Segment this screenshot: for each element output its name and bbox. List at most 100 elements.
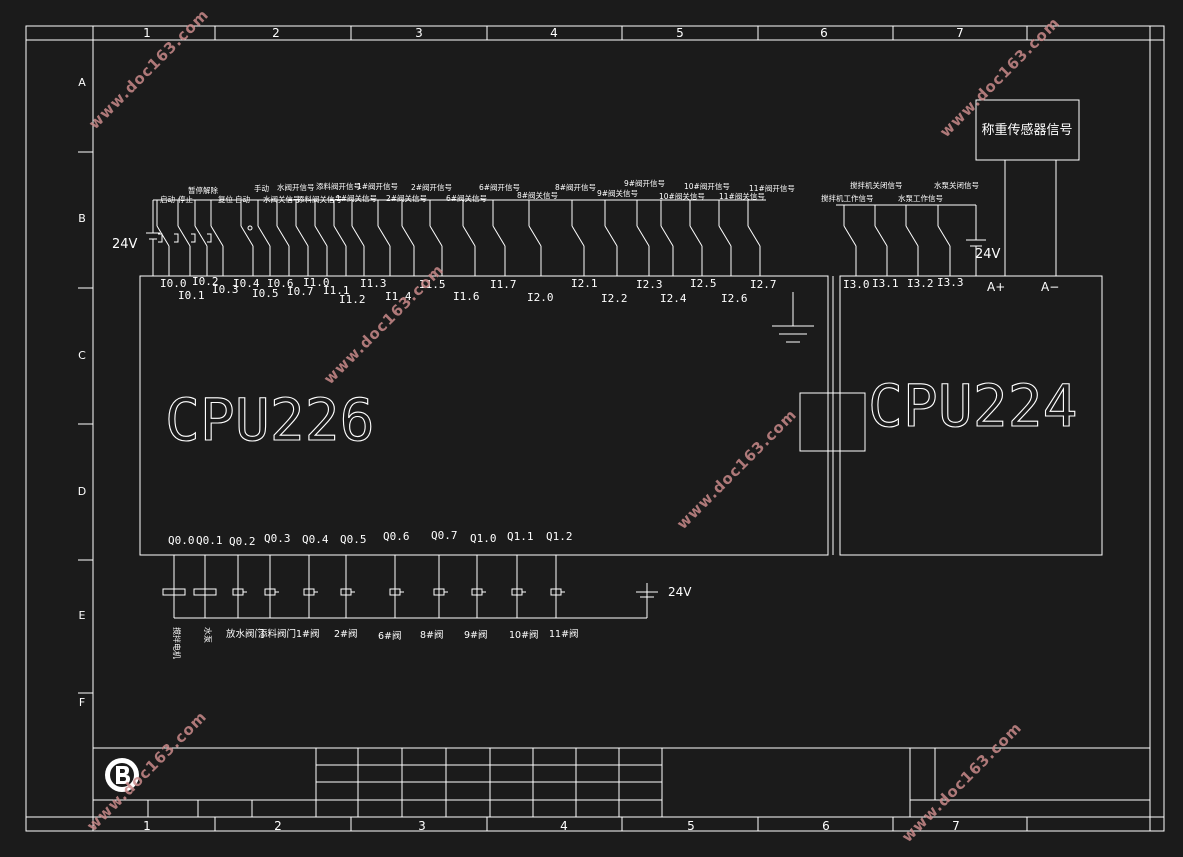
weighing-sensor-box bbox=[975, 99, 1080, 161]
expansion-connector bbox=[799, 392, 866, 452]
row-letter: A bbox=[78, 76, 86, 89]
output-load-label: 添料阀门 bbox=[258, 628, 296, 640]
input-address-label: I1.6 bbox=[453, 290, 480, 303]
column-number-top: 2 bbox=[272, 26, 280, 40]
row-letter: B bbox=[78, 212, 86, 225]
output-load-label: 11#阀 bbox=[549, 628, 579, 640]
output-load-label: 1#阀 bbox=[296, 628, 320, 640]
output-address-label: Q1.2 bbox=[546, 530, 573, 543]
logo bbox=[105, 758, 139, 792]
input-address-label: I1.1 bbox=[323, 284, 350, 297]
input-address-label: I2.4 bbox=[660, 292, 687, 305]
input-address-label: I1.3 bbox=[360, 277, 387, 290]
switch-contact bbox=[571, 225, 585, 247]
input-signal-label: 添料阀关信号 bbox=[297, 194, 342, 204]
expansion-signal-label: 水泵关闭信号 bbox=[934, 180, 979, 190]
motor-coil bbox=[193, 588, 217, 596]
input-address-label: I2.1 bbox=[571, 277, 598, 290]
input-address-label: I2.2 bbox=[601, 292, 628, 305]
expansion-input-label: I3.0 bbox=[843, 278, 870, 291]
input-signal-label: 自动 bbox=[235, 194, 250, 204]
output-load-label: 2#阀 bbox=[334, 628, 358, 640]
pushbutton-marker bbox=[207, 233, 212, 243]
output-address-label: Q0.0 bbox=[168, 534, 195, 547]
ground-symbol bbox=[772, 292, 814, 343]
output-load-label: 8#阀 bbox=[420, 629, 444, 641]
input-signal-label: 1#阀关信号 bbox=[336, 193, 377, 203]
output-load-label: 6#阀 bbox=[378, 630, 402, 642]
terminal-a-plus: A+ bbox=[987, 280, 1005, 294]
column-number-top: 6 bbox=[820, 26, 828, 40]
switch-contact bbox=[718, 225, 732, 247]
switch-contact bbox=[462, 225, 476, 247]
column-number-bottom: 1 bbox=[143, 819, 151, 833]
switch-contact bbox=[194, 225, 208, 247]
input-signal-label: 水阀开信号 bbox=[277, 182, 315, 192]
left-24v-battery bbox=[146, 200, 160, 276]
input-address-label: I0.0 bbox=[160, 277, 187, 290]
output-address-label: Q0.5 bbox=[340, 533, 367, 546]
input-signal-label: 8#阀开信号 bbox=[555, 182, 596, 192]
switch-contact bbox=[429, 225, 443, 247]
right-24v-label: 24V bbox=[975, 247, 1001, 262]
output-address-label: Q1.0 bbox=[470, 532, 497, 545]
input-address-label: I2.5 bbox=[690, 277, 717, 290]
row-letter: D bbox=[78, 485, 86, 498]
input-signal-label: 10#阀开信号 bbox=[684, 181, 730, 191]
expansion-input-label: I3.3 bbox=[937, 276, 964, 289]
output-address-label: Q0.4 bbox=[302, 533, 329, 546]
input-address-label: I2.7 bbox=[750, 278, 777, 291]
input-address-label: I1.5 bbox=[419, 278, 446, 291]
column-number-top: 7 bbox=[956, 26, 964, 40]
row-letter: C bbox=[78, 349, 86, 362]
input-signal-label: 11#阀关信号 bbox=[719, 191, 765, 201]
output-address-label: Q0.1 bbox=[196, 534, 223, 547]
pushbutton-marker bbox=[174, 233, 179, 243]
expansion-signal-label: 搅拌机关闭信号 bbox=[850, 180, 903, 190]
watermark-text: www.doc163.com bbox=[85, 5, 212, 132]
input-signal-label: 9#阀关信号 bbox=[597, 188, 638, 198]
output-load-label: 水泵 bbox=[203, 627, 213, 643]
input-signal-label: 9#阀开信号 bbox=[624, 178, 665, 188]
watermark-text: www.doc163.com bbox=[673, 405, 800, 532]
column-number-top: 4 bbox=[550, 26, 558, 40]
output-address-label: Q1.1 bbox=[507, 530, 534, 543]
cpu226-name: CPU226 bbox=[165, 386, 375, 454]
switch-contact bbox=[295, 225, 309, 247]
input-signal-label: 解除 bbox=[203, 185, 218, 195]
switch-contact bbox=[660, 225, 674, 247]
column-number-bottom: 2 bbox=[274, 819, 282, 833]
left-24v-label: 24V bbox=[112, 237, 138, 252]
column-number-top: 3 bbox=[415, 26, 423, 40]
input-address-label: I1.2 bbox=[339, 293, 366, 306]
switch-contact bbox=[689, 225, 703, 247]
switch-contact bbox=[604, 225, 618, 247]
switch-contact bbox=[333, 225, 347, 247]
switch-contact bbox=[156, 225, 170, 247]
output-load-label: 9#阀 bbox=[464, 629, 488, 641]
input-address-label: I0.5 bbox=[252, 287, 279, 300]
expansion-signal-label: 搅拌机工作信号 bbox=[821, 193, 874, 203]
column-number-bottom: 6 bbox=[822, 819, 830, 833]
output-address-label: Q0.6 bbox=[383, 530, 410, 543]
input-signal-label: 6#阀关信号 bbox=[446, 193, 487, 203]
selector-switch-pivot bbox=[247, 225, 253, 231]
expansion-input-label: I3.1 bbox=[872, 277, 899, 290]
watermark-text: www.doc163.com bbox=[898, 718, 1025, 845]
input-signal-label: 6#阀开信号 bbox=[479, 182, 520, 192]
input-signal-label: 暂停 bbox=[188, 185, 203, 195]
input-address-label: I1.0 bbox=[303, 276, 330, 289]
expansion-input-label: I3.2 bbox=[907, 277, 934, 290]
input-signal-labels: 启动停止暂停解除复位自动手动水阀关信号水阀开信号添料阀关信号添料阀开信号1#阀关… bbox=[160, 178, 979, 204]
switch-contact bbox=[528, 225, 542, 247]
switch-contact bbox=[314, 225, 328, 247]
output-24v-label: 24V bbox=[668, 585, 692, 599]
switch-contact bbox=[905, 225, 919, 247]
input-signal-label: 2#阀关信号 bbox=[386, 193, 427, 203]
pushbutton-marker bbox=[158, 233, 163, 243]
